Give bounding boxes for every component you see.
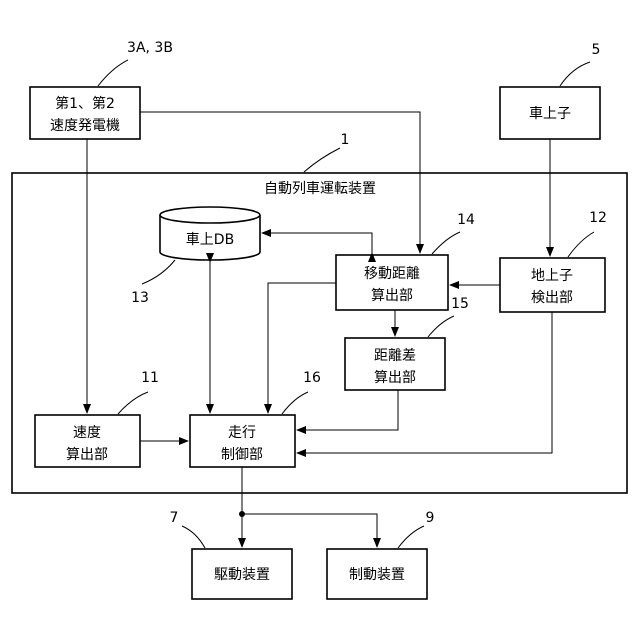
wire-movement-distance-to-running-control [268,283,336,413]
block-speed-calc: 速度 算出部 [35,415,140,467]
onboard-transponder-line1: 車上子 [529,105,571,122]
distance-difference-ref: 15 [451,296,469,312]
movement-distance-ref-leader [432,232,460,254]
speed-calc-line2: 算出部 [66,447,108,463]
junction-dot [239,511,245,517]
onboard-transponder-ref: 5 [592,42,601,58]
drive-device-ref-leader [182,526,205,548]
speed-calc-ref-leader [118,392,148,414]
brake-device-ref-leader [398,526,424,548]
running-control-ref-leader [282,392,308,414]
ground-detector-ref-leader [568,232,594,257]
wire-db-movement-distance [262,233,372,253]
block-onboard-db: 車上DB [160,207,260,260]
drive-device-line1: 駆動装置 [214,567,270,583]
speed-generator-line2: 速度発電機 [50,118,120,134]
movement-distance-line2: 算出部 [371,288,413,304]
movement-distance-ref: 14 [457,212,475,228]
running-control-line2: 制御部 [221,447,263,463]
block-movement-distance-calc: 移動距離 算出部 [336,255,448,310]
block-drive-device: 駆動装置 [192,549,292,599]
block-brake-device: 制動装置 [327,549,427,599]
block-distance-difference-calc: 距離差 算出部 [345,338,445,390]
brake-device-line1: 制動装置 [349,567,405,583]
system-ref-leader [304,148,340,172]
running-control-ref: 16 [303,370,321,386]
block-ground-transponder-detector: 地上子 検出部 [500,258,605,312]
speed-generator-ref-leader [98,60,128,86]
ground-detector-line1: 地上子 [531,268,573,284]
brake-device-ref: 9 [426,510,435,526]
block-running-control: 走行 制御部 [190,415,295,467]
onboard-db-ref-leader [142,260,175,284]
speed-generator-ref: 3A, 3B [127,40,173,56]
distance-difference-line1: 距離差 [374,347,416,364]
distance-difference-line2: 算出部 [374,370,416,386]
running-control-line1: 走行 [228,425,256,441]
block-onboard-transponder: 車上子 [500,87,600,139]
ground-detector-ref: 12 [589,210,607,226]
block-speed-generator: 第1、第2 速度発電機 [30,87,140,139]
onboard-db-line1: 車上DB [186,231,234,248]
wire-distance-difference-to-running-control [297,390,398,430]
onboard-db-ref: 13 [131,290,149,306]
wire-running-control-to-brake [242,514,377,547]
distance-difference-ref-leader [428,316,454,337]
movement-distance-line1: 移動距離 [364,265,420,282]
speed-generator-line1: 第1、第2 [55,95,115,112]
speed-calc-line1: 速度 [73,425,101,441]
drive-device-ref: 7 [170,510,179,526]
onboard-transponder-ref-leader [560,62,590,86]
system-label: 自動列車運転装置 [264,180,376,197]
speed-calc-ref: 11 [141,370,159,386]
system-ref: 1 [341,132,350,148]
ground-detector-line2: 検出部 [531,290,573,306]
